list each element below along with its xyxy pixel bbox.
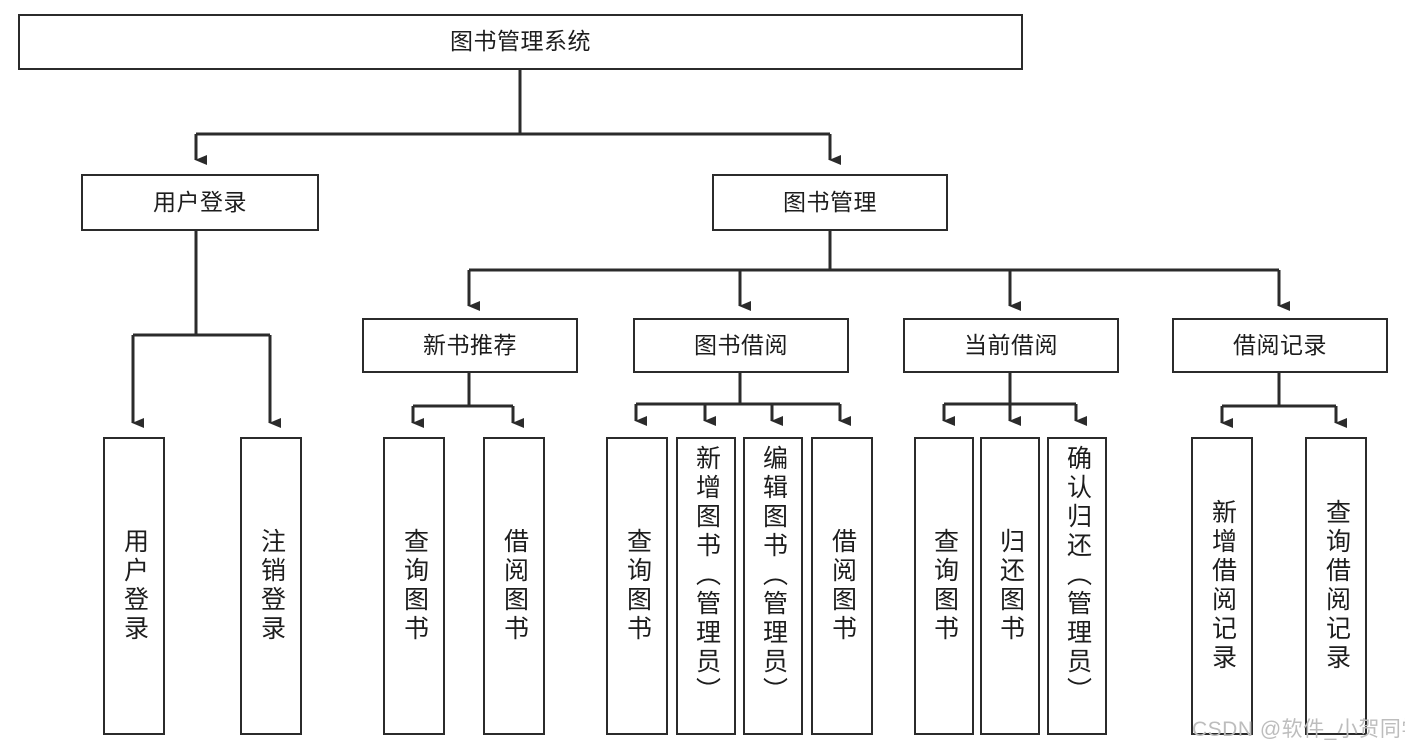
node-user-login-label: 用户登录 <box>153 188 247 215</box>
leaf-edit-book[interactable]: 编辑图书（管理员） <box>743 437 803 735</box>
node-book-borrow[interactable]: 图书借阅 <box>633 318 849 373</box>
leaf-add-book[interactable]: 新增图书（管理员） <box>676 437 736 735</box>
leaf-borrow-book-1-label: 借阅图书 <box>500 528 529 644</box>
leaf-query-book-2[interactable]: 查询图书 <box>606 437 668 735</box>
leaf-query-book-3-label: 查询图书 <box>930 528 959 644</box>
node-current-borrow-label: 当前借阅 <box>964 331 1058 358</box>
leaf-user-login[interactable]: 用户登录 <box>103 437 165 735</box>
leaf-borrow-book-2-label: 借阅图书 <box>828 528 857 644</box>
node-book-manage-label: 图书管理 <box>783 188 877 215</box>
node-book-manage[interactable]: 图书管理 <box>712 174 948 231</box>
node-new-book-rec-label: 新书推荐 <box>423 331 517 358</box>
leaf-query-record-label: 查询借阅记录 <box>1322 499 1351 673</box>
leaf-add-record-label: 新增借阅记录 <box>1208 499 1237 673</box>
node-user-login[interactable]: 用户登录 <box>81 174 319 231</box>
leaf-return-book-label: 归还图书 <box>996 528 1025 644</box>
node-new-book-rec[interactable]: 新书推荐 <box>362 318 578 373</box>
leaf-edit-book-label: 编辑图书（管理员） <box>759 445 788 706</box>
leaf-query-book-1[interactable]: 查询图书 <box>383 437 445 735</box>
leaf-query-record[interactable]: 查询借阅记录 <box>1305 437 1367 735</box>
leaf-logout[interactable]: 注销登录 <box>240 437 302 735</box>
leaf-borrow-book-1[interactable]: 借阅图书 <box>483 437 545 735</box>
node-root[interactable]: 图书管理系统 <box>18 14 1023 70</box>
leaf-add-book-label: 新增图书（管理员） <box>692 445 721 706</box>
leaf-return-book[interactable]: 归还图书 <box>980 437 1040 735</box>
leaf-add-record[interactable]: 新增借阅记录 <box>1191 437 1253 735</box>
node-borrow-record-label: 借阅记录 <box>1233 331 1327 358</box>
node-root-label: 图书管理系统 <box>450 28 591 55</box>
leaf-user-login-label: 用户登录 <box>120 528 149 644</box>
leaf-borrow-book-2[interactable]: 借阅图书 <box>811 437 873 735</box>
leaf-query-book-1-label: 查询图书 <box>400 528 429 644</box>
node-borrow-record[interactable]: 借阅记录 <box>1172 318 1388 373</box>
leaf-confirm-return-label: 确认归还（管理员） <box>1063 445 1092 706</box>
leaf-query-book-2-label: 查询图书 <box>623 528 652 644</box>
leaf-logout-label: 注销登录 <box>257 528 286 644</box>
node-book-borrow-label: 图书借阅 <box>694 331 788 358</box>
leaf-query-book-3[interactable]: 查询图书 <box>914 437 974 735</box>
node-current-borrow[interactable]: 当前借阅 <box>903 318 1119 373</box>
leaf-confirm-return[interactable]: 确认归还（管理员） <box>1047 437 1107 735</box>
